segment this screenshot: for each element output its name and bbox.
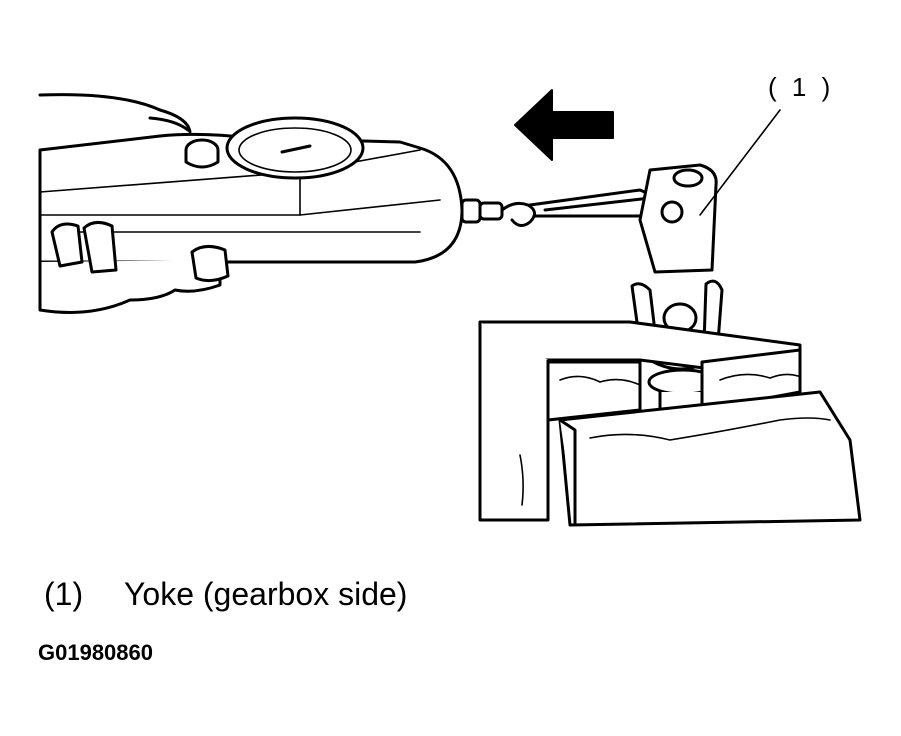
vise [478,320,862,527]
legend-number: (1) [44,576,84,612]
hand [38,93,230,314]
legend-label: Yoke (gearbox side) [124,576,408,612]
illustration [38,89,862,527]
hook-cord [500,188,660,227]
callout-marker: ( 1 ) [768,72,835,102]
callout-leader [699,109,781,216]
figure-code: G01980860 [38,640,153,665]
legend-item: (1) Yoke (gearbox side) [44,576,407,613]
arrow-left-icon [514,89,614,161]
